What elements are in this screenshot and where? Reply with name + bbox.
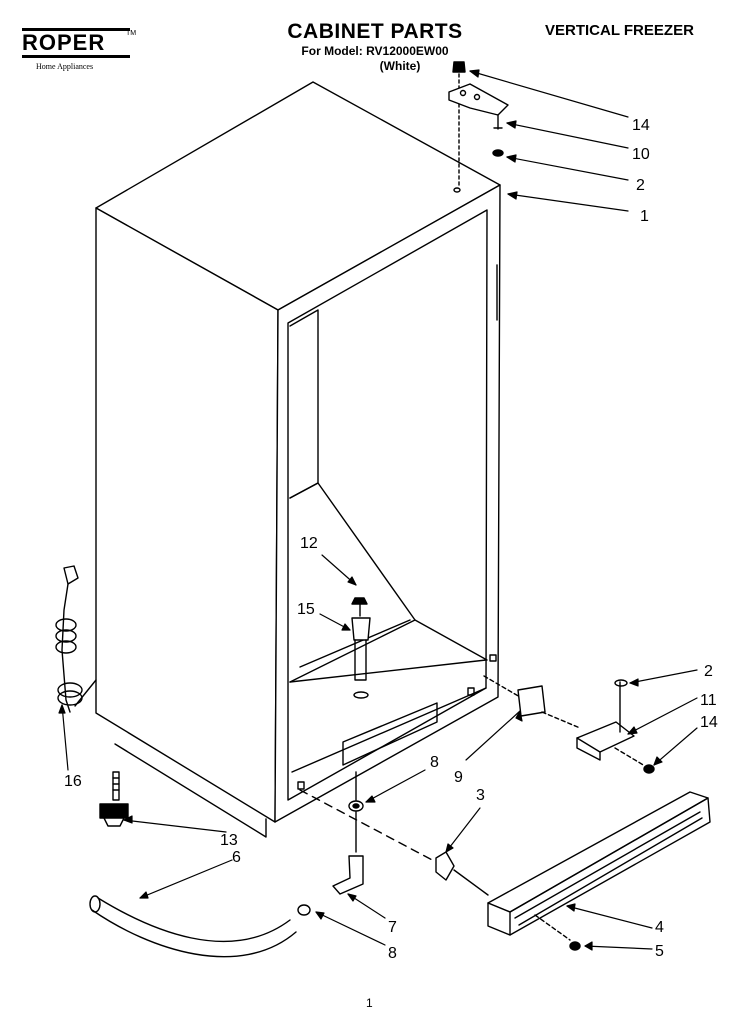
brand-logo: ROPER TM Home Appliances	[22, 28, 136, 71]
leveling-leg	[99, 771, 129, 827]
callout-8-upper: 8	[430, 754, 439, 771]
callout-5: 5	[655, 943, 664, 960]
toe-grille	[299, 789, 711, 951]
callout-9: 9	[454, 769, 463, 786]
power-cord	[55, 565, 97, 713]
callout-15: 15	[297, 601, 315, 618]
category-label: VERTICAL FREEZER	[545, 22, 694, 39]
model-line: For Model: RV12000EW00	[301, 44, 449, 58]
callout-14-upper: 14	[632, 117, 650, 134]
callout-4: 4	[655, 919, 664, 936]
callout-13: 13	[220, 832, 238, 849]
drain-assembly	[89, 771, 364, 958]
brand-name: ROPER	[22, 28, 130, 58]
page-title: CABINET PARTS	[287, 20, 463, 43]
callout-1: 1	[640, 208, 649, 225]
brand-trademark: TM	[126, 30, 137, 37]
callout-3: 3	[476, 787, 485, 804]
callout-numbers: 14 10 2 1 12 15 2 11 14 16 8 9 3 13 6 7 …	[64, 117, 718, 962]
callout-8-lower: 8	[388, 945, 397, 962]
callout-leaders	[58, 69, 698, 951]
brand-subtitle: Home Appliances	[36, 62, 94, 71]
callout-10: 10	[632, 146, 650, 163]
door-stop-assembly	[351, 597, 371, 699]
color-line: (White)	[379, 59, 421, 73]
page-number: 1	[366, 996, 373, 1010]
callout-12: 12	[300, 535, 318, 552]
cabinet-body	[95, 81, 501, 838]
callout-2-lower: 2	[704, 663, 713, 680]
callout-6: 6	[232, 849, 241, 866]
callout-11: 11	[700, 692, 717, 709]
callout-16: 16	[64, 773, 82, 790]
callout-2-upper: 2	[636, 177, 645, 194]
callout-7: 7	[388, 919, 397, 936]
callout-14-lower: 14	[700, 714, 718, 731]
upper-hinge-assembly	[448, 61, 509, 187]
lower-hinge-assembly	[483, 675, 655, 774]
